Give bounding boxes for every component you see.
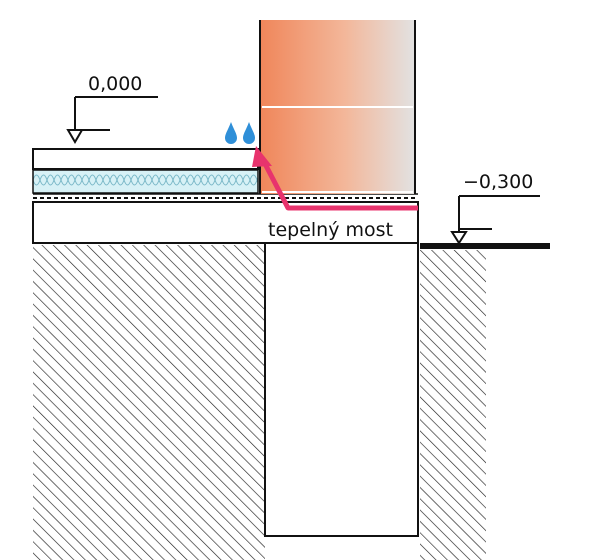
thermal-bridge-label-bg	[264, 216, 416, 242]
level-label-floor: 0,000	[88, 73, 142, 95]
thermal-insulation	[32, 169, 259, 194]
level-marker-floor: 0,000	[66, 73, 158, 144]
level-marker-ground: −0,300	[450, 171, 540, 245]
foundation-wall	[264, 243, 419, 537]
soil-right	[420, 250, 486, 560]
thermal-bridge-arrow-head	[252, 146, 272, 167]
ground-surface	[420, 243, 550, 249]
floor-screed	[32, 148, 259, 170]
soil-left	[33, 245, 265, 560]
thermal-bridge-arrow	[259, 156, 418, 211]
level-label-ground: −0,300	[463, 171, 533, 193]
thermal-bridge-label: tepelný most	[268, 219, 393, 241]
water-drop-icon	[243, 122, 255, 144]
water-drop-icon	[225, 122, 237, 144]
